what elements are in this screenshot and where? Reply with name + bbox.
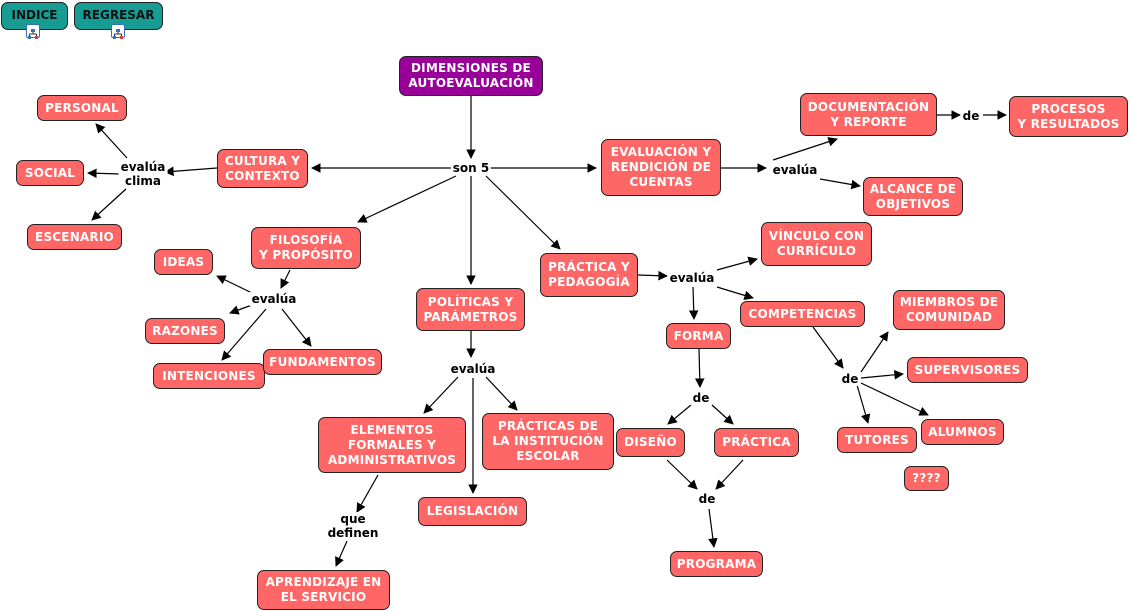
concept-social[interactable]: SOCIAL bbox=[16, 160, 84, 186]
concept-legislacion[interactable]: LEGISLACIÓN bbox=[418, 497, 527, 526]
connector-arrow bbox=[357, 175, 457, 223]
concept-aprendizaje-servicio[interactable]: APRENDIZAJE EN EL SERVICIO bbox=[257, 570, 390, 610]
link-phrase-evalua: evalúa bbox=[770, 163, 820, 177]
concept-fundamentos[interactable]: FUNDAMENTOS bbox=[263, 349, 382, 375]
concept-diseno[interactable]: DISEÑO bbox=[616, 428, 685, 457]
concept-ideas[interactable]: IDEAS bbox=[154, 249, 213, 275]
concept-politicas-parametros[interactable]: POLÍTICAS Y PARÁMETROS bbox=[416, 288, 525, 331]
connector-arrow bbox=[216, 275, 253, 294]
concept-personal[interactable]: PERSONAL bbox=[37, 95, 127, 121]
connector-arrow bbox=[229, 304, 253, 315]
concept-razones[interactable]: RAZONES bbox=[145, 318, 225, 344]
back-button[interactable]: REGRESAR bbox=[74, 2, 163, 30]
connector-arrow bbox=[694, 348, 705, 388]
connector-arrow bbox=[860, 382, 929, 416]
connector-arrow bbox=[688, 286, 699, 320]
concept-escenario[interactable]: ESCENARIO bbox=[27, 224, 122, 250]
concept-procesos-resultados[interactable]: PROCESOS Y RESULTADOS bbox=[1009, 96, 1128, 137]
concept-vinculo-curriculo[interactable]: VÍNCULO CON CURRÍCULO bbox=[761, 222, 872, 266]
connector-arrow bbox=[87, 168, 121, 179]
connector-arrow bbox=[221, 308, 267, 361]
concept-tutores[interactable]: TUTORES bbox=[837, 427, 917, 453]
concept-cultura-contexto[interactable]: CULTURA Y CONTEXTO bbox=[217, 149, 308, 188]
connector-arrow bbox=[708, 508, 718, 548]
concept-supervisores[interactable]: SUPERVISORES bbox=[907, 357, 1028, 383]
connector-arrow bbox=[485, 376, 518, 411]
link-phrase-evalua-clima: evalúa clima bbox=[118, 160, 168, 188]
connector-arrow bbox=[772, 137, 838, 161]
link-phrase-de: de bbox=[696, 492, 718, 506]
concept-intenciones[interactable]: INTENCIONES bbox=[153, 363, 265, 389]
link-phrase-que-definen: que definen bbox=[325, 512, 381, 540]
link-phrase-de: de bbox=[960, 109, 982, 123]
connector-arrow bbox=[356, 474, 379, 513]
connector-arrow bbox=[716, 256, 758, 271]
connector-arrow bbox=[860, 331, 889, 373]
connector-arrow bbox=[715, 459, 744, 490]
concept-filosofia-proposito[interactable]: FILOSOFÍA Y PROPÓSITO bbox=[251, 227, 361, 269]
concept-alcance-objetivos[interactable]: ALCANCE DE OBJETIVOS bbox=[863, 177, 963, 216]
concept-elementos-formales[interactable]: ELEMENTOS FORMALES Y ADMINISTRATIVOS bbox=[318, 417, 466, 473]
connector-arrow bbox=[711, 404, 734, 425]
connector-arrow bbox=[856, 384, 871, 424]
link-phrase-evalua: evalúa bbox=[249, 292, 299, 306]
connector-arrow bbox=[667, 404, 692, 425]
link-phrase-de: de bbox=[690, 391, 712, 405]
connector-arrow bbox=[716, 286, 754, 301]
concept-forma[interactable]: FORMA bbox=[666, 323, 731, 349]
concept-alumnos[interactable]: ALUMNOS bbox=[921, 419, 1004, 445]
connector-arrow bbox=[485, 175, 561, 250]
concept-map-icon[interactable] bbox=[26, 24, 40, 39]
concept-practica-pedagogia[interactable]: PRÁCTICA Y PEDAGOGÍA bbox=[540, 253, 638, 297]
concept-programa[interactable]: PROGRAMA bbox=[670, 551, 763, 577]
connector-arrow bbox=[637, 270, 668, 281]
index-button-label: INDICE bbox=[11, 8, 58, 22]
connector-arrow bbox=[335, 540, 348, 567]
link-phrase-evalua: evalúa bbox=[448, 362, 498, 376]
root-concept[interactable]: DIMENSIONES DE AUTOEVALUACIÓN bbox=[399, 56, 543, 96]
connector-arrow bbox=[281, 308, 312, 347]
connector-arrow bbox=[95, 123, 128, 159]
concept-competencias[interactable]: COMPETENCIAS bbox=[740, 301, 865, 327]
concept-evaluacion-rendicion[interactable]: EVALUACIÓN Y RENDICIÓN DE CUENTAS bbox=[601, 139, 721, 196]
link-phrase-son-5: son 5 bbox=[450, 161, 492, 175]
concept-map-icon[interactable] bbox=[111, 24, 125, 39]
connector-arrow bbox=[91, 188, 127, 221]
link-phrase-de: de bbox=[839, 372, 861, 386]
concept-unknown[interactable]: ???? bbox=[904, 466, 949, 491]
connector-arrow bbox=[819, 178, 861, 190]
connector-arrow bbox=[423, 376, 459, 414]
concept-documentacion-reporte[interactable]: DOCUMENTACIÓN Y REPORTE bbox=[800, 93, 937, 136]
link-phrase-evalua: evalúa bbox=[667, 271, 717, 285]
concept-miembros-comunidad[interactable]: MIEMBROS DE COMUNIDAD bbox=[893, 290, 1005, 330]
connector-arrow bbox=[812, 326, 844, 369]
connector-arrow bbox=[280, 269, 291, 289]
connector-arrow bbox=[164, 166, 218, 177]
connector-arrow bbox=[860, 370, 904, 380]
concept-practicas-institucion[interactable]: PRÁCTICAS DE LA INSTITUCIÓN ESCOLAR bbox=[482, 413, 614, 470]
connector-arrow bbox=[666, 459, 698, 490]
back-button-label: REGRESAR bbox=[82, 8, 155, 22]
concept-practica[interactable]: PRÁCTICA bbox=[714, 428, 799, 457]
